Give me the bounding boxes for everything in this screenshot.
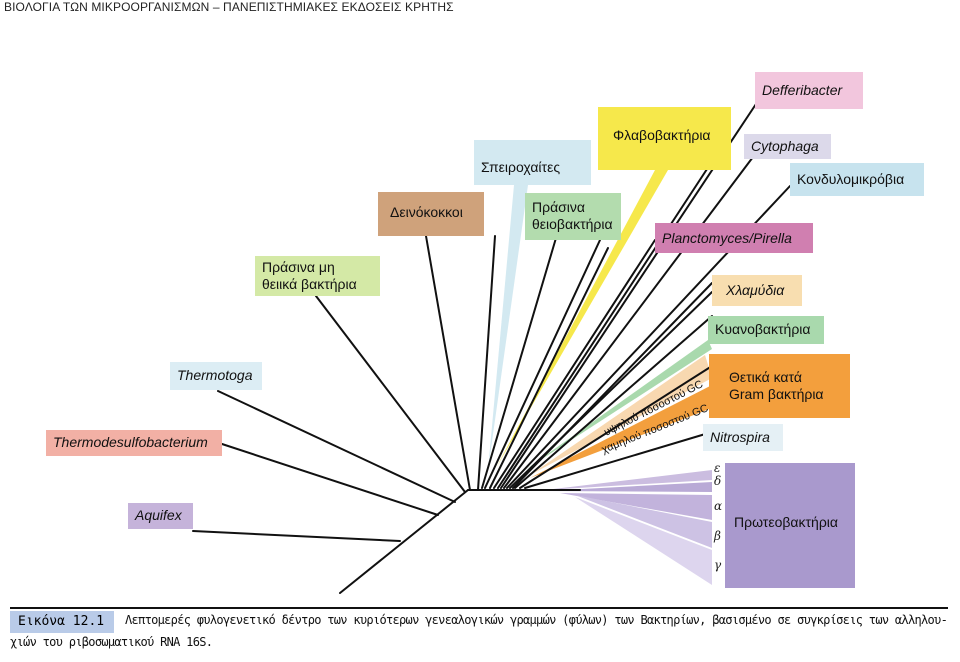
label-epsilon: ε — [714, 461, 721, 475]
gram-positive-line1: Θετικά κατά — [729, 369, 802, 385]
label-flavobacteria: Φλαβοβακτήρια — [598, 107, 731, 170]
green-sulfur-line2: θειοβακτήρια — [532, 216, 613, 232]
caption-rule — [10, 607, 948, 609]
low-gc-wedge — [530, 385, 712, 478]
gram-positive-line2: Gram βακτήρια — [729, 386, 824, 402]
proteobacteria-wedge-beta — [575, 495, 712, 548]
label-green-sulfur: Πράσινα θειοβακτήρια — [525, 193, 621, 240]
label-planctomyces: Planctomyces/Pirella — [655, 223, 813, 253]
label-defferibacter: Defferibacter — [755, 72, 863, 109]
label-cytophaga: Cytophaga — [744, 134, 831, 159]
green-sulfur-line1: Πράσινα — [532, 199, 586, 215]
figure-number: Εικόνα 12.1 — [10, 611, 114, 633]
label-thermodesulfobacterium: Thermodesulfobacterium — [46, 430, 222, 456]
green-nonsulfur-line1: Πράσινα μη — [262, 259, 335, 275]
label-gamma: γ — [714, 558, 722, 572]
label-alpha: α — [714, 499, 723, 513]
caption-line2: χιών του ριβοσωματικού RNA 16S. — [10, 635, 213, 649]
label-chlamydia: Χλαμύδια — [712, 275, 802, 306]
label-thermotoga: Thermotoga — [170, 362, 262, 390]
proteobacteria-wedge-delta — [545, 482, 712, 492]
green-nonsulfur-line2: θειικά βακτήρια — [262, 276, 357, 292]
phylogenetic-tree — [192, 103, 791, 594]
label-chondromyces: Κονδυλομικρόβια — [790, 163, 924, 196]
label-nitrospira: Nitrospira — [703, 424, 783, 451]
label-gram-positive: Θετικά κατά Gram βακτήρια — [709, 354, 850, 418]
page-header: ΒΙΟΛΟΓΙΑ ΤΩΝ ΜΙΚΡΟΟΡΓΑΝΙΣΜΩΝ – ΠΑΝΕΠΙΣΤΗ… — [4, 0, 454, 14]
label-beta: β — [714, 529, 721, 543]
label-aquifex: Aquifex — [128, 503, 193, 529]
high-gc-wedge — [530, 355, 712, 475]
label-green-nonsulfur: Πράσινα μη θειικά βακτήρια — [255, 256, 380, 296]
label-delta: δ — [714, 474, 722, 488]
label-proteobacteria: Πρωτεοβακτήρια — [725, 463, 855, 588]
caption-line1: Λεπτομερές φυλογενετικό δέντρο των κυριό… — [125, 613, 948, 627]
spirochetes-wedge — [488, 185, 528, 470]
label-spirochetes: Σπειροχαίτες — [474, 140, 591, 185]
label-cyanobacteria: Κυανοβακτήρια — [708, 316, 824, 344]
proteobacteria-wedge-epsilon — [545, 470, 712, 490]
proteobacteria-wedge-gamma — [575, 497, 712, 585]
flavobacteria-wedge — [496, 170, 668, 468]
label-deinococci: Δεινόκοκκοι — [378, 192, 484, 236]
